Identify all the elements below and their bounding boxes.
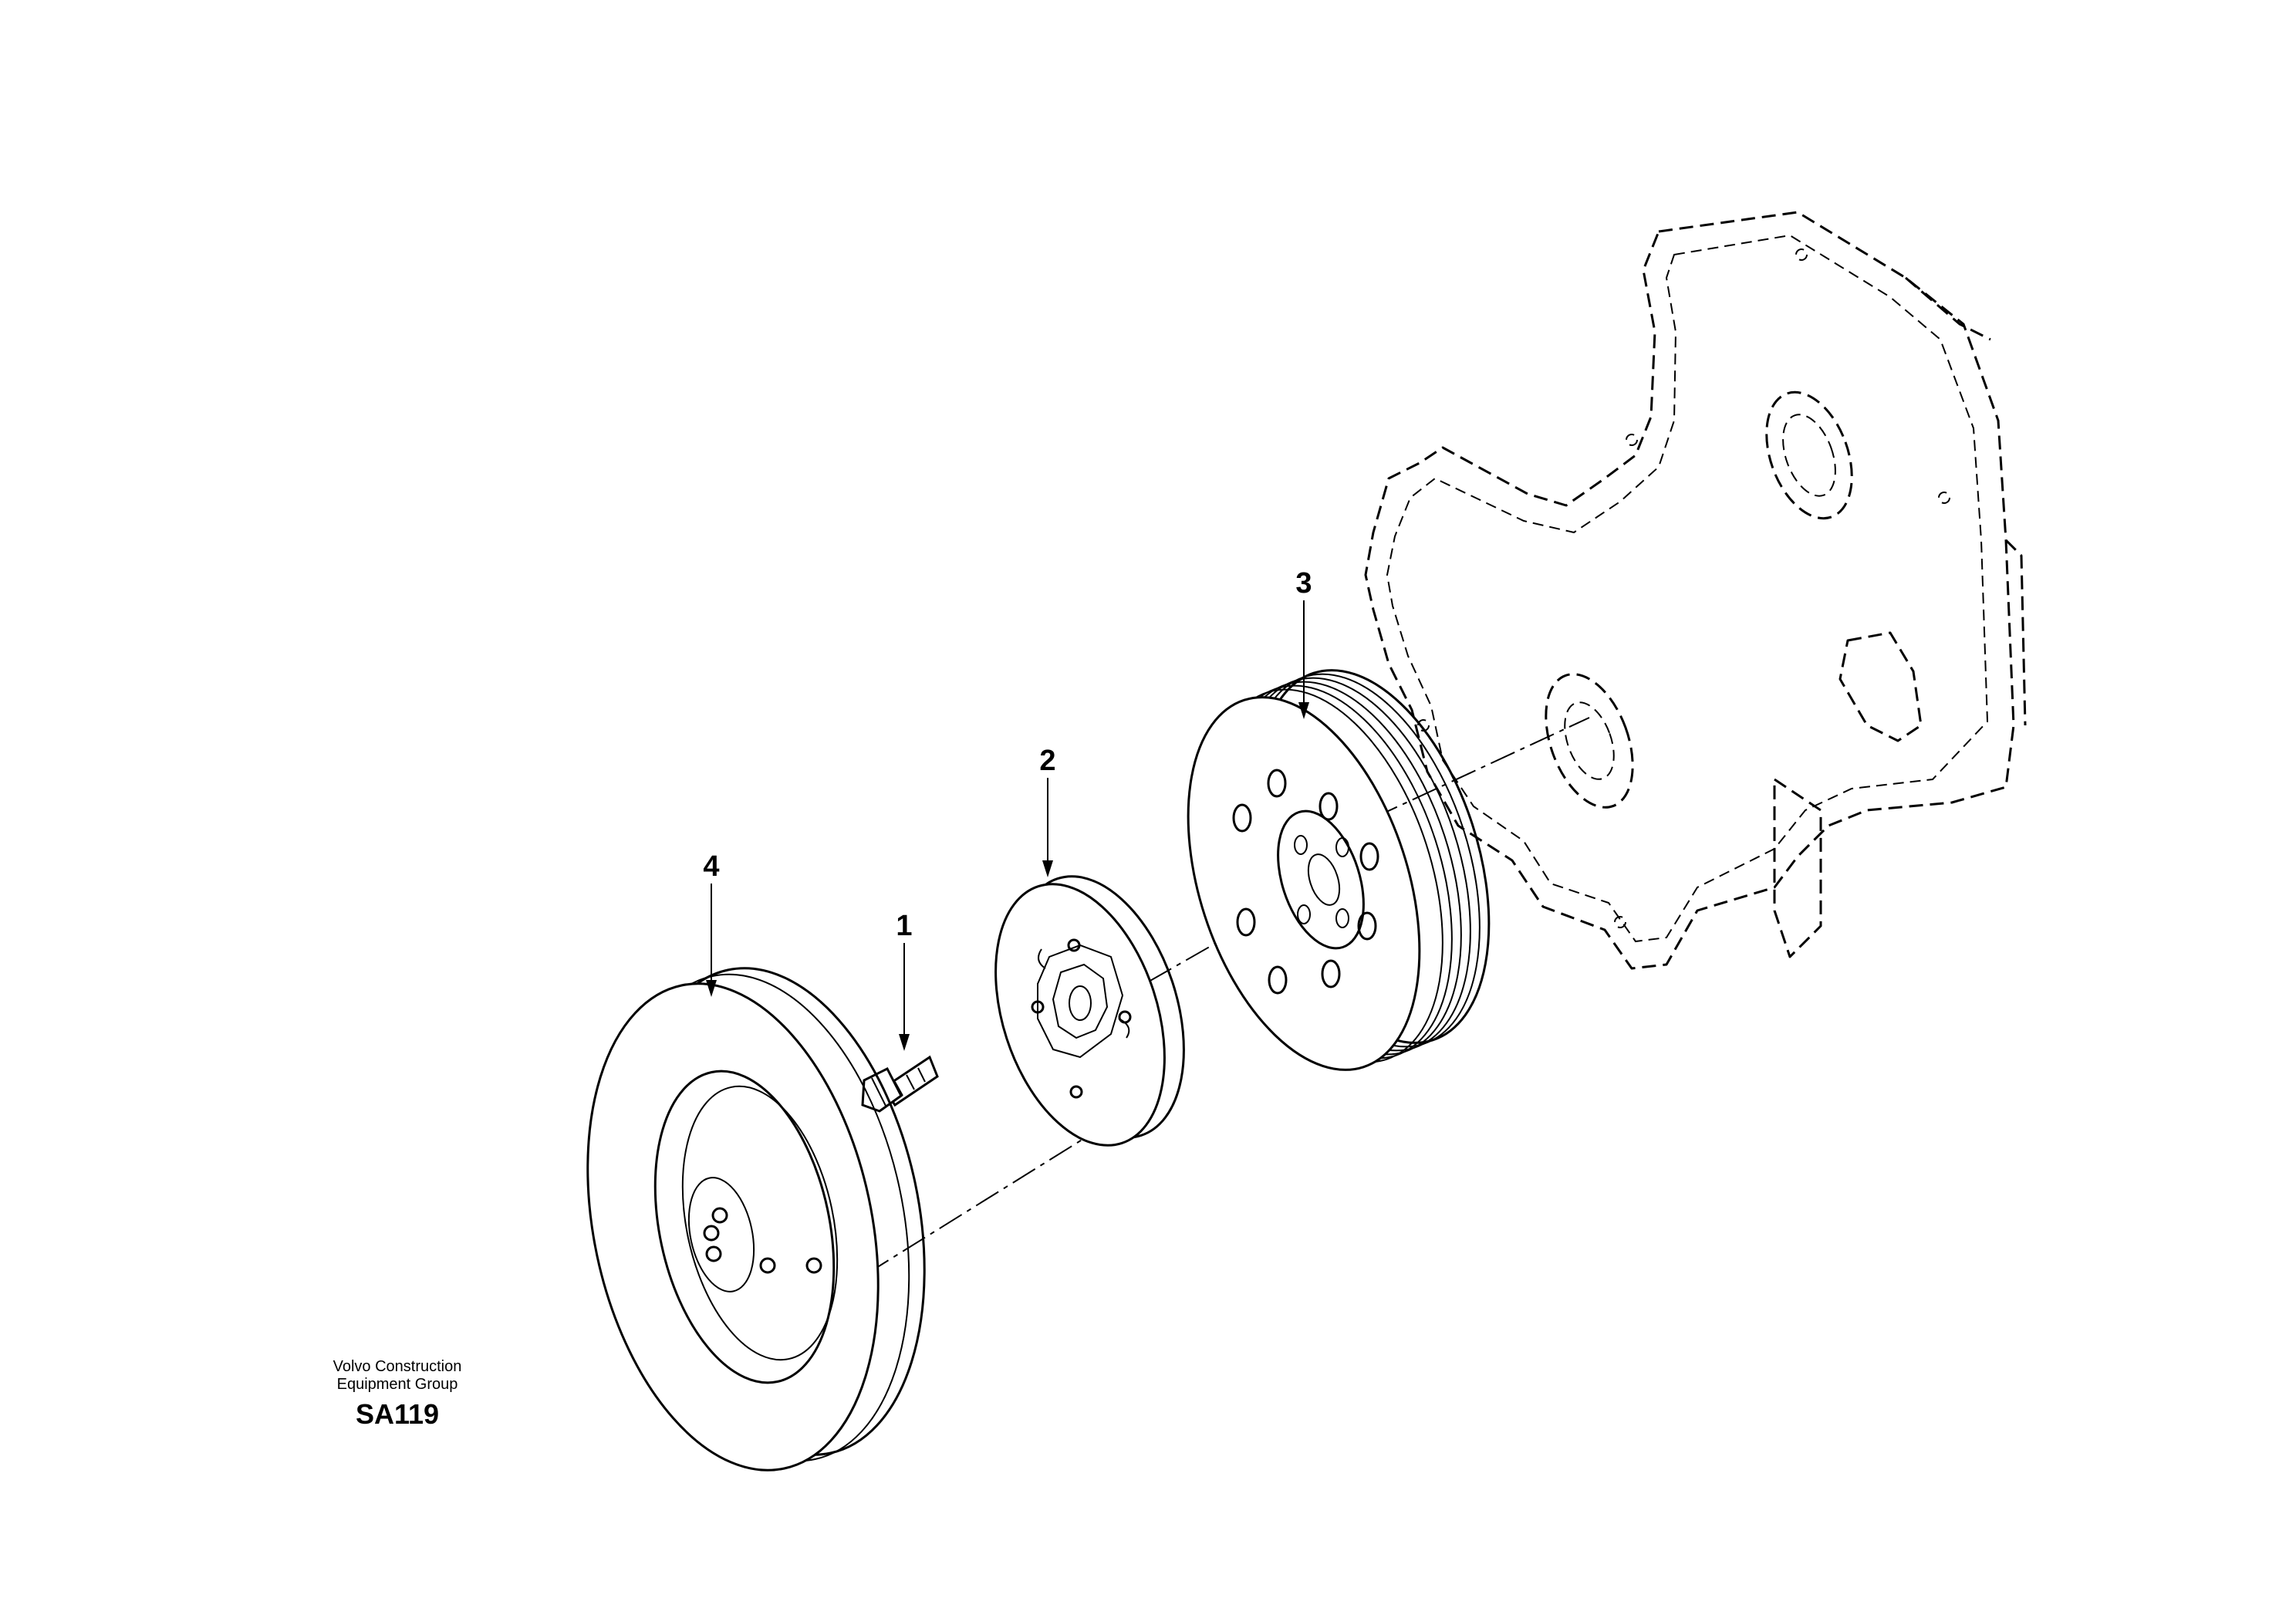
callout-4: 4 xyxy=(703,850,719,883)
callout-2: 2 xyxy=(1039,745,1055,777)
callout-leaders xyxy=(706,600,1309,1051)
callout-1: 1 xyxy=(896,910,912,942)
assembly-centerline xyxy=(755,717,1590,1343)
damper-pulley xyxy=(586,967,926,1472)
timing-cover-outline xyxy=(1364,211,2027,970)
footer-company-line2: Equipment Group xyxy=(337,1376,458,1393)
footer-company-line1: Volvo Construction xyxy=(333,1358,462,1375)
figure-code: SA119 xyxy=(356,1398,439,1430)
bolt xyxy=(861,1055,939,1113)
callout-3: 3 xyxy=(1295,567,1312,600)
pulley xyxy=(1187,669,1491,1071)
hub-plate xyxy=(994,875,1185,1147)
